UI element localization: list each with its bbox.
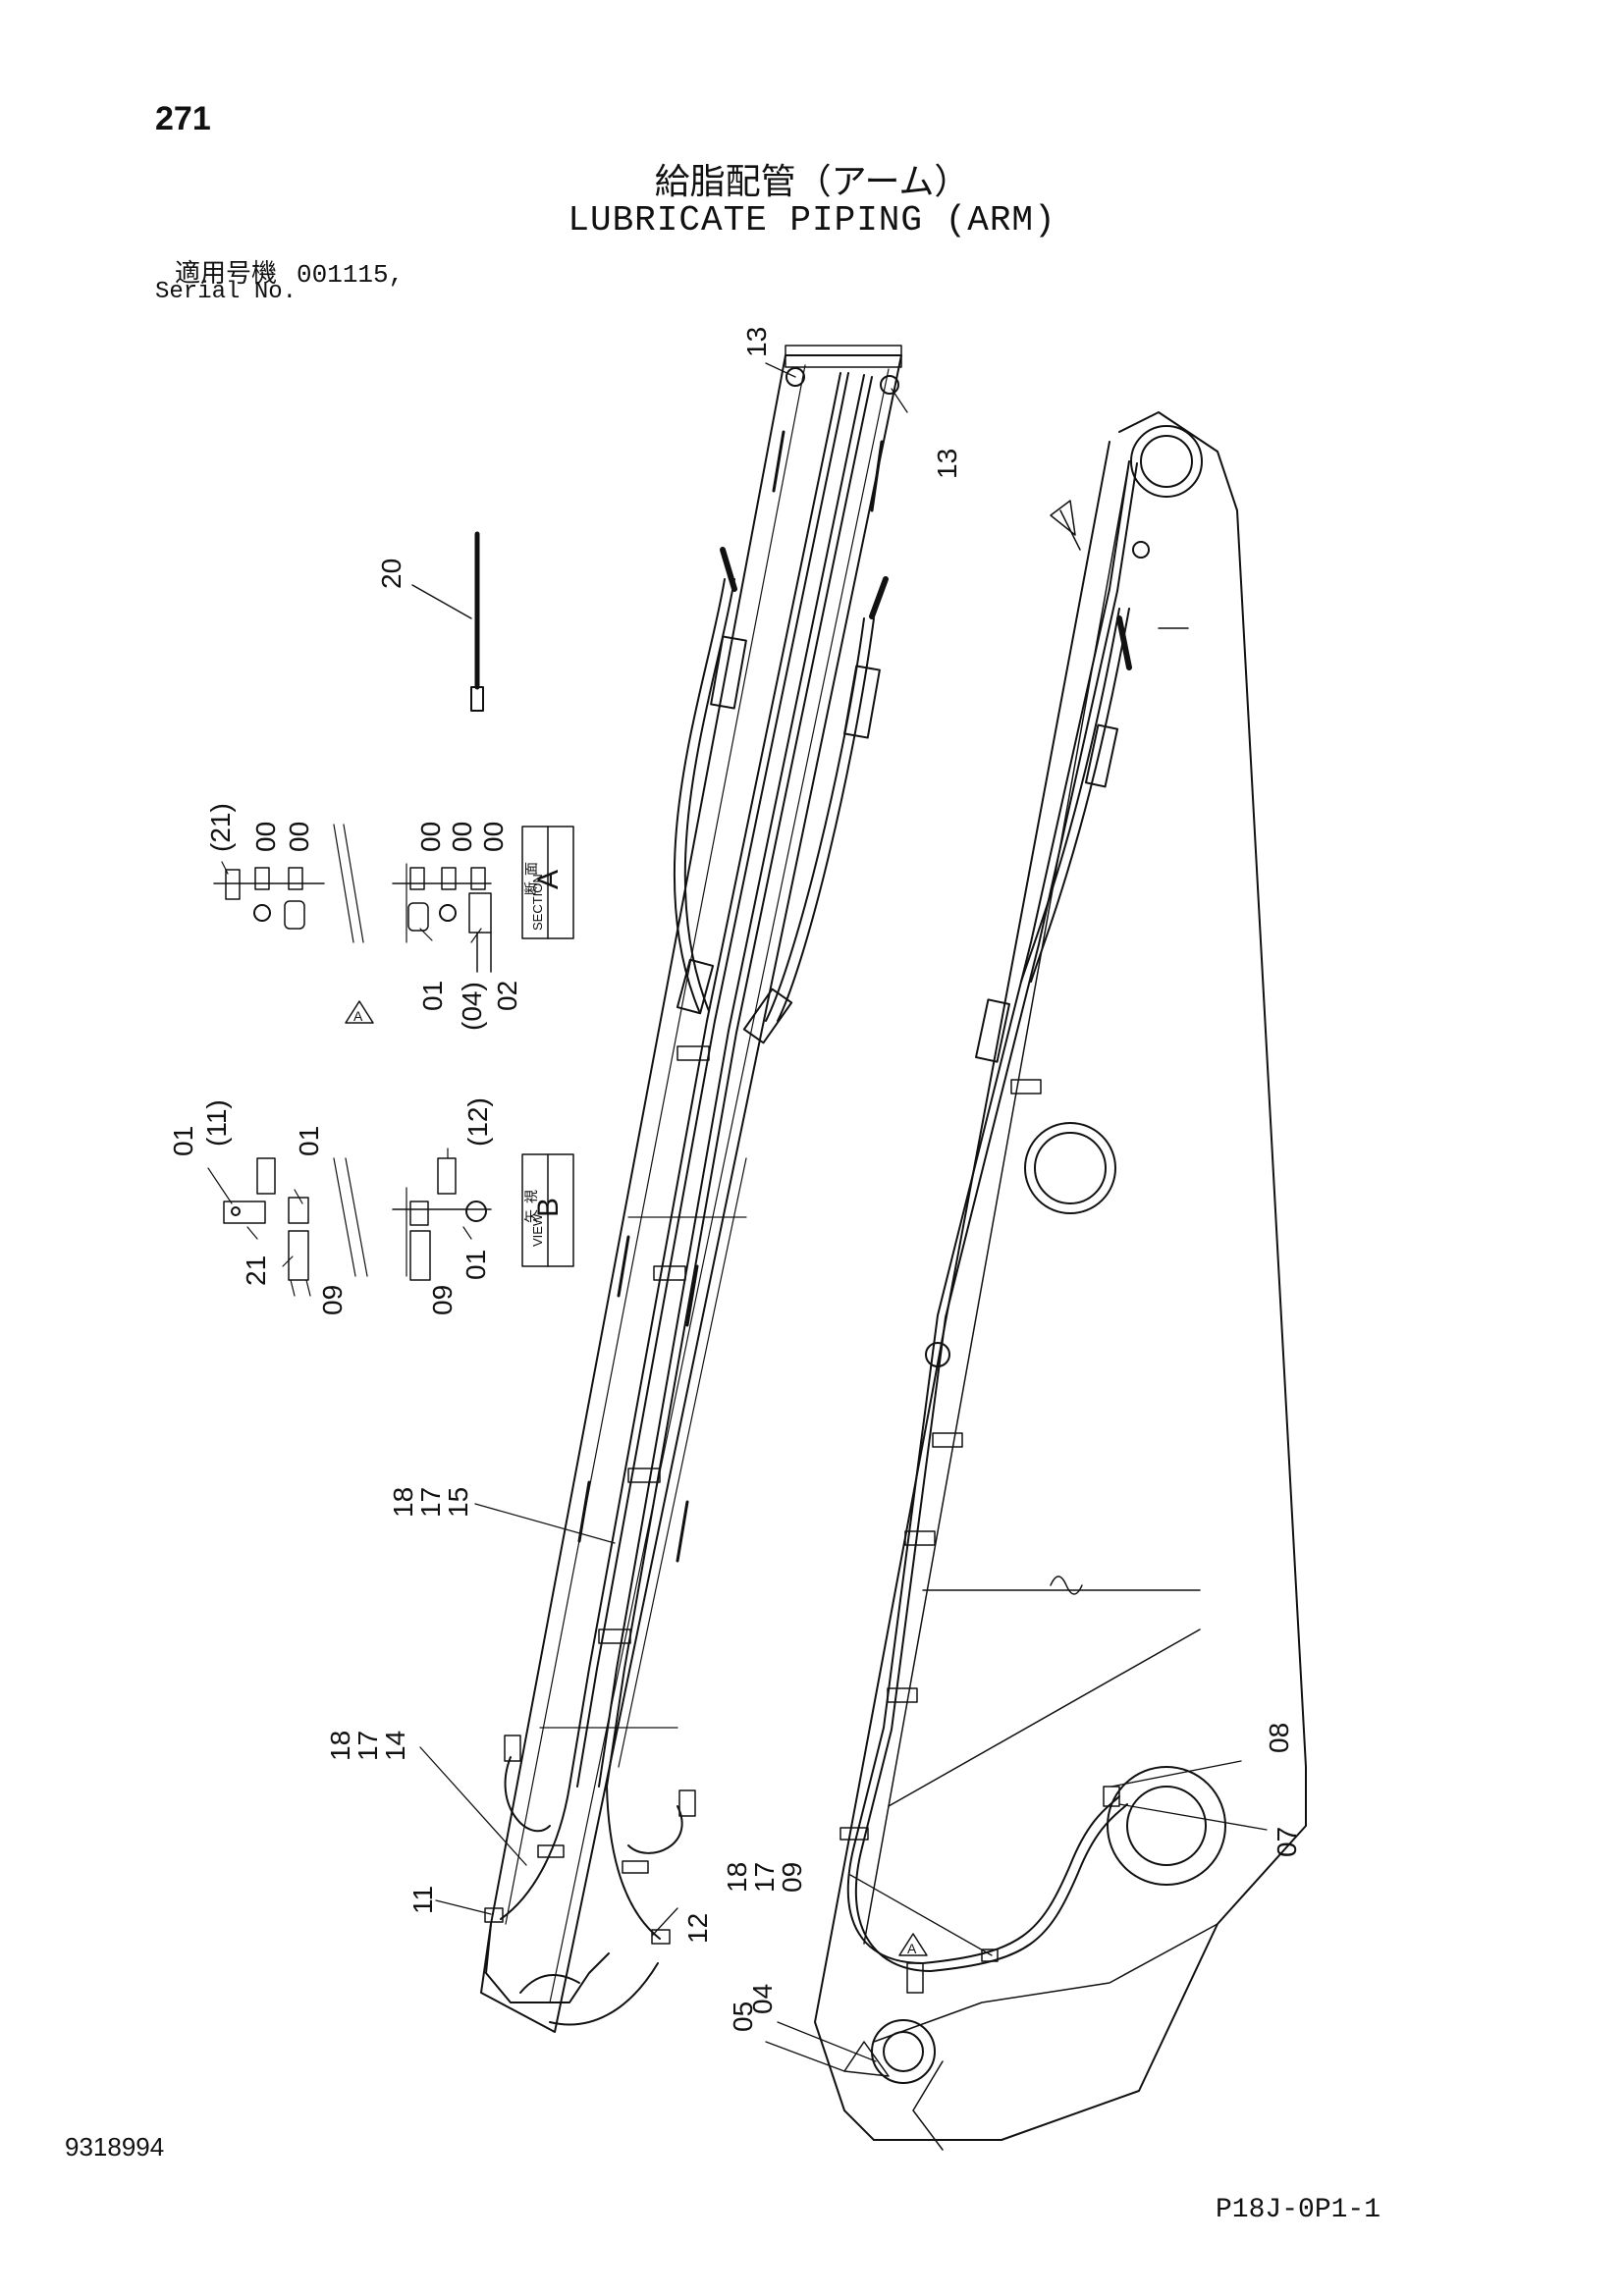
section-a-label-04: (04) <box>457 982 487 1031</box>
view-b-label-01a: 01 <box>168 1126 198 1156</box>
arm-left-body <box>480 345 902 2033</box>
view-b-label-09b: 09 <box>427 1285 458 1315</box>
sheet-code: P18J-0P1-1 <box>1216 2195 1381 2225</box>
callout-12: 12 <box>682 1913 713 1944</box>
callout-18a: 18 <box>388 1487 418 1518</box>
section-a-box-jp1: 断 <box>523 881 539 895</box>
section-marker-a-right: A <box>898 1933 928 1956</box>
callout-14: 14 <box>380 1731 410 1761</box>
serial-label-jp: 適用号機 001115, <box>175 253 404 290</box>
section-a-box-en: SECTION <box>530 874 545 931</box>
document-number: 9318994 <box>65 2132 165 2162</box>
callout-18b: 18 <box>325 1731 355 1761</box>
arm-right-body <box>814 411 1307 2151</box>
view-b-detail: B VIEW 矢 視 01 (11) 01 (12) 21 09 09 01 <box>168 1097 574 1315</box>
view-b-letter: B <box>532 1198 565 1217</box>
page-number: 271 <box>155 100 211 137</box>
view-b-label-11: (11) <box>201 1099 232 1147</box>
callout-20: 20 <box>376 559 406 589</box>
serial-label-jp-text: 適用号機 <box>175 258 278 288</box>
marker-a-text-left: A <box>353 1008 363 1024</box>
callout-17c: 17 <box>749 1862 780 1893</box>
section-a-box-jp2: 面 <box>523 862 539 876</box>
view-b-box-en: VIEW <box>530 1213 545 1247</box>
view-b-label-12: (12) <box>462 1097 493 1147</box>
section-a-letter: A <box>532 870 565 889</box>
callout-07: 07 <box>1272 1827 1302 1857</box>
callout-13-right: 13 <box>932 449 962 479</box>
callout-15: 15 <box>443 1487 473 1518</box>
section-a-label-02: 02 <box>492 981 522 1011</box>
view-b-box-jp1: 矢 <box>523 1209 539 1223</box>
section-a-detail: A SECTION 断 面 (21) 00 00 00 00 00 01 (04… <box>205 803 574 1031</box>
callout-09: 09 <box>777 1862 807 1893</box>
callout-18c: 18 <box>722 1862 752 1893</box>
view-b-label-09a: 09 <box>317 1285 348 1315</box>
callout-08: 08 <box>1264 1723 1294 1753</box>
callout-17a: 17 <box>415 1487 446 1518</box>
view-b-label-01c: 01 <box>460 1250 491 1280</box>
view-b-label-01b: 01 <box>294 1126 324 1156</box>
view-b-label-21: 21 <box>241 1255 271 1286</box>
marker-a-text-right: A <box>907 1941 917 1956</box>
callout-13-top: 13 <box>741 327 772 357</box>
callout-05: 05 <box>728 2002 758 2032</box>
section-a-label-00b: 00 <box>284 822 314 852</box>
section-marker-a-left: A <box>345 1000 374 1024</box>
serial-value: 001115, <box>297 260 405 290</box>
title-japanese: 給脂配管（アーム） <box>654 161 970 201</box>
serial-label-en: Serial No. <box>155 279 298 305</box>
section-a-label-21: (21) <box>205 803 236 852</box>
section-a-label-00c: 00 <box>415 822 446 852</box>
section-a-label-00e: 00 <box>478 822 509 852</box>
section-a-label-00d: 00 <box>447 822 477 852</box>
view-b-box-jp2: 視 <box>523 1190 539 1203</box>
arm-right-pipes <box>839 460 1138 2077</box>
title-english: LUBRICATE PIPING (ARM) <box>568 200 1056 240</box>
callout-04: 04 <box>747 1984 778 2014</box>
callout-11: 11 <box>407 1886 438 1914</box>
callouts: 13 13 20 18 17 15 18 17 14 11 12 18 17 0… <box>325 327 1302 2072</box>
section-a-label-01: 01 <box>417 981 448 1011</box>
arm-left-pipes <box>484 372 889 2026</box>
callout-17b: 17 <box>352 1731 383 1761</box>
cable-tie-part-20 <box>411 531 484 712</box>
section-a-label-00a: 00 <box>250 822 281 852</box>
